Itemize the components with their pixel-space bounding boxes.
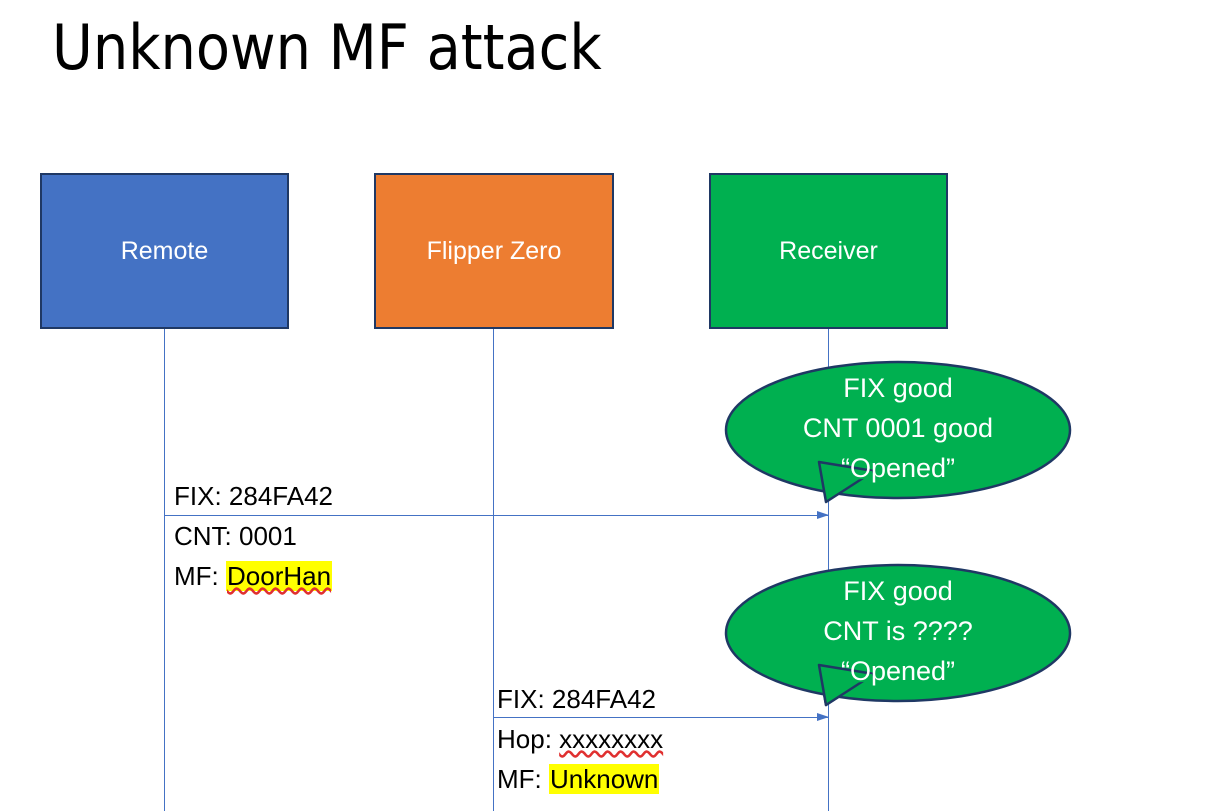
- message-label-remote-to-receiver: FIX: 284FA42 CNT: 0001 MF: DoorHan: [174, 476, 333, 596]
- lifeline-flipper: [493, 329, 494, 811]
- message-line: FIX: 284FA42: [497, 679, 663, 719]
- message-line-value-highlighted: DoorHan: [226, 561, 333, 591]
- message-line-value-highlighted: Unknown: [549, 764, 660, 794]
- message-line-value: xxxxxxxx: [559, 724, 664, 754]
- message-line-prefix: FIX:: [174, 481, 229, 511]
- message-line-prefix: CNT:: [174, 521, 239, 551]
- message-line: CNT: 0001: [174, 516, 333, 556]
- message-line: FIX: 284FA42: [174, 476, 333, 516]
- actor-box-receiver[interactable]: Receiver: [709, 173, 948, 329]
- actor-box-remote[interactable]: Remote: [40, 173, 289, 329]
- message-line: MF: Unknown: [497, 759, 663, 799]
- page-title: Unknown MF attack: [52, 11, 602, 84]
- message-line: MF: DoorHan: [174, 556, 333, 596]
- callout-shape-1: [724, 360, 1072, 504]
- actor-label-remote: Remote: [120, 236, 209, 265]
- callout-shape-2: [724, 563, 1072, 707]
- message-arrow-remote-to-receiver: [164, 511, 829, 519]
- message-line: Hop: xxxxxxxx: [497, 719, 663, 759]
- message-line-value: 284FA42: [228, 481, 333, 511]
- actor-label-receiver: Receiver: [779, 236, 878, 265]
- actor-box-flipper[interactable]: Flipper Zero: [374, 173, 614, 329]
- message-label-flipper-to-receiver: FIX: 284FA42 Hop: xxxxxxxx MF: Unknown: [497, 679, 663, 799]
- message-line-prefix: FIX:: [497, 684, 552, 714]
- lifeline-remote: [164, 329, 165, 811]
- actor-label-flipper: Flipper Zero: [426, 236, 562, 265]
- callout-bubble-receiver-response-2[interactable]: FIX good CNT is ???? “Opened”: [722, 561, 1074, 721]
- message-line-prefix: MF:: [174, 561, 226, 591]
- callout-bubble-receiver-response-1[interactable]: FIX good CNT 0001 good “Opened”: [722, 358, 1074, 518]
- message-line-value: 284FA42: [551, 684, 656, 714]
- message-line-prefix: Hop:: [497, 724, 560, 754]
- message-line-value: 0001: [239, 521, 297, 551]
- message-arrow-flipper-to-receiver: [493, 713, 829, 721]
- message-line-prefix: MF:: [497, 764, 549, 794]
